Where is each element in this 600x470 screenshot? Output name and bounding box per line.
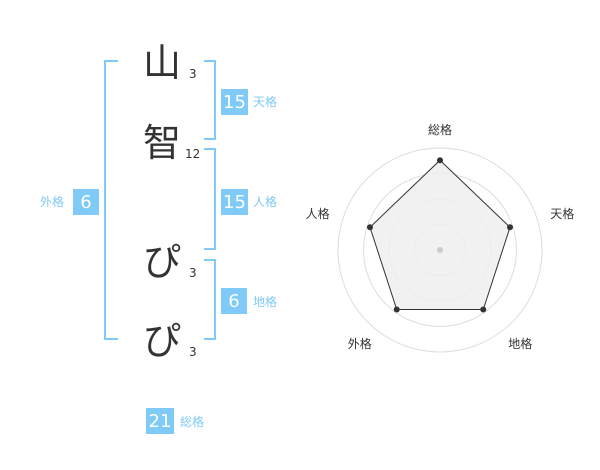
- gaikaku-bracket: [104, 60, 118, 340]
- radar-point: [393, 306, 400, 313]
- jinkaku-bracket: [204, 148, 216, 250]
- radar-point: [437, 157, 443, 164]
- chikaku-value-badge: 6: [221, 288, 247, 314]
- radar-ring: [337, 147, 543, 353]
- gaikaku-value-badge: 6: [73, 189, 99, 215]
- stroke-count-1: 3: [189, 67, 197, 81]
- name-char-3: ぴ: [143, 240, 182, 284]
- name-char-4: ぴ: [143, 319, 182, 363]
- stroke-count-3: 3: [189, 266, 197, 280]
- radar-axis-label-tenkaku: 天格: [550, 206, 574, 221]
- tenkaku-label: 天格: [253, 95, 278, 109]
- jinkaku-label: 人格: [253, 195, 278, 209]
- radar-point: [480, 306, 487, 313]
- chikaku-label: 地格: [253, 295, 278, 309]
- gaikaku-label: 外格: [40, 195, 65, 209]
- soukaku-label: 総格: [180, 415, 205, 429]
- radar-axis-label-gaikaku: 外格: [348, 336, 372, 351]
- radar-point: [366, 224, 373, 231]
- radar-chart: 総格 天格 地格 外格 人格: [306, 122, 574, 353]
- name-char-2: 智: [143, 121, 182, 165]
- soukaku-value-badge: 21: [146, 408, 174, 434]
- radar-center-dot: [437, 247, 443, 253]
- radar-axis-label-jinkaku: 人格: [306, 206, 330, 221]
- radar-polygon: [369, 159, 511, 311]
- radar-axis-label-soukaku: 総格: [428, 122, 452, 137]
- stroke-count-2: 12: [185, 147, 201, 161]
- radar-points: [366, 157, 514, 313]
- stroke-count-4: 3: [189, 345, 197, 359]
- tenkaku-value-badge: 15: [221, 89, 248, 115]
- radar-axis-label-chikaku: 地格: [508, 336, 532, 351]
- radar-point: [507, 224, 514, 231]
- chikaku-bracket: [204, 259, 216, 340]
- jinkaku-value-badge: 15: [221, 189, 248, 215]
- name-char-1: 山: [143, 41, 182, 85]
- tenkaku-bracket: [204, 60, 216, 140]
